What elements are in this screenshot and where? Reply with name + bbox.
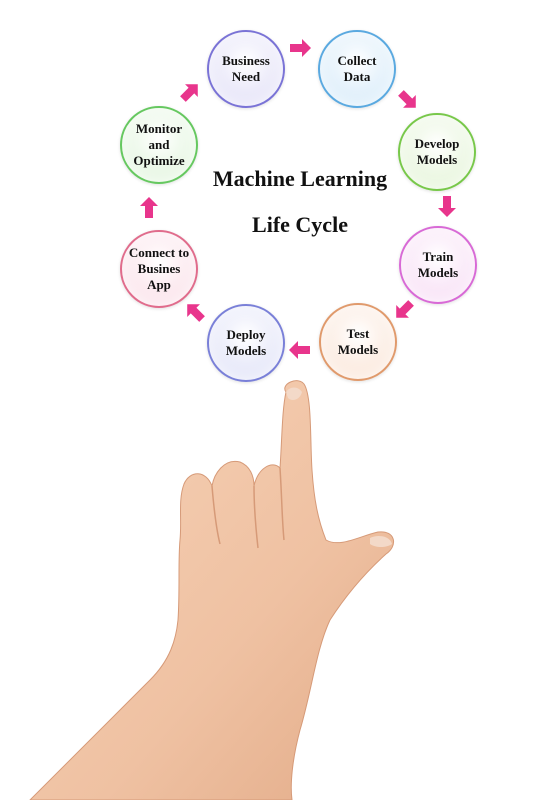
node-develop-models: Develop Models xyxy=(398,113,476,191)
node-test-models-label: Test Models xyxy=(337,326,379,357)
node-collect-data-label: Collect Data xyxy=(337,53,377,84)
node-deploy-models: Deploy Models xyxy=(207,304,285,382)
cycle-arrow-5 xyxy=(289,341,310,359)
node-monitor-and-optimize-label: Monitor and Optimize xyxy=(133,121,185,168)
node-connect-to-business-app: Connect to Busines App xyxy=(120,230,198,308)
node-deploy-models-label: Deploy Models xyxy=(225,327,267,358)
node-develop-models-label: Develop Models xyxy=(414,136,460,167)
node-business-need: Business Need xyxy=(207,30,285,108)
cycle-arrow-4 xyxy=(396,300,414,318)
node-collect-data: Collect Data xyxy=(318,30,396,108)
node-train-models-label: Train Models xyxy=(417,249,459,280)
cycle-arrow-3 xyxy=(438,196,456,217)
cycle-arrow-7 xyxy=(140,197,158,218)
cycle-arrow-8 xyxy=(180,84,198,102)
node-business-need-label: Business Need xyxy=(222,53,270,84)
node-test-models: Test Models xyxy=(319,303,397,381)
cycle-arrow-1 xyxy=(290,39,311,57)
cycle-arrow-2 xyxy=(398,90,416,108)
diagram-title-line-1: Machine Learning xyxy=(212,166,388,191)
node-monitor-and-optimize: Monitor and Optimize xyxy=(120,106,198,184)
node-train-models: Train Models xyxy=(399,226,477,304)
diagram-title-line-2: Life Cycle xyxy=(252,212,348,237)
cycle-arrow-6 xyxy=(187,304,205,322)
node-connect-to-business-app-label: Connect to Busines App xyxy=(128,245,190,292)
